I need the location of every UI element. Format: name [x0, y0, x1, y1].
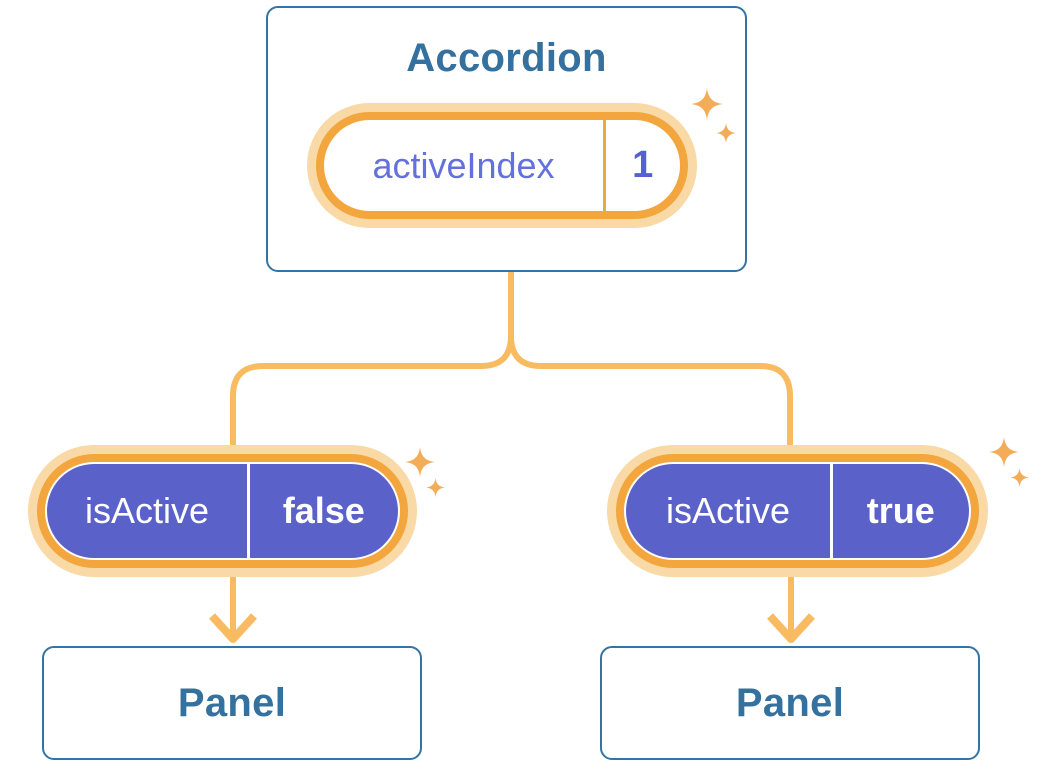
panel-card-right: Panel — [600, 646, 980, 760]
prop-name-cell: isActive — [47, 464, 247, 558]
state-pill: activeIndex 1 — [307, 103, 697, 228]
prop-name: isActive — [84, 490, 210, 531]
panel-title: Panel — [177, 680, 287, 725]
accordion-title: Accordion — [406, 36, 607, 80]
prop-name: isActive — [665, 490, 791, 531]
prop-pill-left: isActive false — [28, 445, 417, 577]
prop-name-cell: isActive — [626, 464, 830, 558]
arrow-head-left-icon — [209, 613, 257, 643]
panel-card-left: Panel — [42, 646, 422, 760]
prop-pill-left-ring: isActive false — [37, 454, 408, 568]
prop-pill-left-core: isActive false — [45, 462, 400, 560]
prop-pill-divider — [830, 464, 833, 558]
prop-pill-right: isActive true — [607, 445, 988, 577]
prop-pill-right-core: isActive true — [624, 462, 971, 560]
sparkle-icon — [405, 447, 435, 477]
state-name: activeIndex — [372, 144, 555, 186]
state-value: 1 — [632, 144, 654, 186]
panel-title: Panel — [735, 680, 845, 725]
connector-branch-left — [230, 272, 514, 447]
prop-value-cell: false — [250, 464, 399, 558]
sparkle-icon — [716, 123, 736, 143]
state-name-cell: activeIndex — [324, 120, 603, 211]
state-pill-core: activeIndex 1 — [324, 120, 680, 211]
sparkle-icon — [691, 88, 723, 120]
connector-branch-right — [508, 272, 793, 447]
prop-value-cell: true — [833, 464, 970, 558]
sparkle-icon — [989, 437, 1019, 467]
sparkle-icon — [426, 478, 445, 497]
arrow-head-right-icon — [767, 613, 815, 643]
state-pill-divider — [603, 120, 606, 211]
sparkle-icon — [1010, 468, 1029, 487]
state-pill-ring: activeIndex 1 — [316, 112, 688, 219]
prop-value: true — [866, 490, 935, 531]
prop-pill-right-ring: isActive true — [616, 454, 979, 568]
state-value-cell: 1 — [606, 120, 681, 211]
prop-pill-divider — [247, 464, 250, 558]
prop-value: false — [282, 490, 365, 531]
